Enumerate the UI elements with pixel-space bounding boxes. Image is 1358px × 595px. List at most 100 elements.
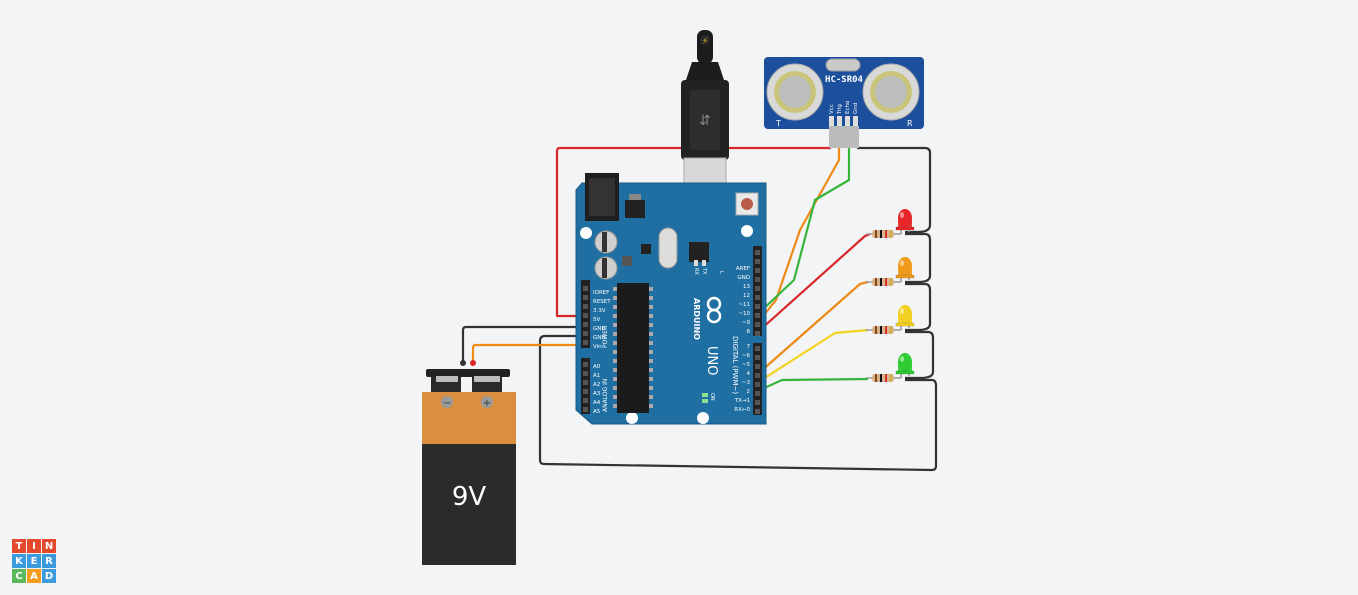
logo-letter: A [27, 569, 41, 583]
digital-pin-label: 13 [743, 284, 750, 290]
power-title: POWER [602, 326, 609, 348]
sensor-pin-label: Echo [845, 100, 851, 114]
reset-button[interactable] [735, 192, 759, 216]
tx-label: TX [701, 267, 707, 275]
digital-pin-label: RX←0 [734, 407, 750, 413]
digital-pin-label: 8 [747, 329, 751, 335]
logo-letter: N [42, 539, 56, 553]
analog-pin-label: A0 [593, 364, 601, 370]
wire-battery-minus[interactable] [461, 325, 585, 362]
digital-pin-label: TX→1 [734, 398, 750, 404]
wires [461, 146, 938, 472]
wire-led-red[interactable] [759, 232, 871, 331]
atmega-chip [613, 283, 653, 413]
digital-title: DIGITAL (PWM~) [731, 336, 739, 394]
logo-letter: K [12, 554, 26, 568]
digital-pin-label: ~5 [742, 362, 751, 368]
digital-top-pin-labels: AREF GND 13 12 ~11 ~10 ~9 8 [736, 266, 751, 335]
digital-pin-label: ~6 [742, 353, 751, 359]
wire-led-yellow[interactable] [759, 328, 869, 382]
wire-gnd-chain-1[interactable] [905, 232, 932, 284]
sensor-pin-label: Gnd [853, 103, 859, 114]
logo-letter: C [12, 569, 26, 583]
digital-pin-label: ~10 [738, 311, 750, 317]
resistor-orange[interactable] [866, 278, 901, 286]
capacitors [594, 230, 618, 280]
digital-header-bottom [753, 343, 762, 415]
digital-pin-label: ~9 [742, 320, 751, 326]
rx-label: RX [693, 268, 699, 275]
wire-5v-red[interactable] [555, 146, 831, 318]
sensor-t-label: T [775, 119, 781, 128]
analog-pin-label: A5 [593, 409, 601, 415]
sensor-pin-headers [829, 116, 859, 148]
power-pin-label: RESET [593, 299, 611, 305]
logo-letter: D [42, 569, 56, 583]
digital-pin-label: AREF [736, 266, 750, 272]
power-pin-label: 3.3V [593, 308, 606, 314]
on-led [702, 393, 708, 403]
l-label: L [718, 271, 724, 274]
power-bolt-icon: ⚡ [702, 37, 708, 47]
wire-gnd-chain-3[interactable] [905, 330, 935, 380]
sensor-r-label: R [907, 119, 913, 128]
analog-pin-label: A3 [593, 391, 601, 397]
resistor-red[interactable] [866, 230, 901, 238]
arduino-logo [706, 296, 722, 324]
battery-label: 9V [452, 482, 487, 512]
battery-plus-symbol: + [483, 398, 491, 409]
wire-led-green[interactable] [759, 377, 869, 392]
logo-letter: T [12, 539, 26, 553]
sensor-model-label: HC-SR04 [825, 75, 864, 85]
wire-echo-orange[interactable] [759, 148, 841, 321]
transmitter-transducer [766, 63, 824, 121]
digital-pin-label: GND [737, 275, 750, 281]
wire-led-orange[interactable] [759, 280, 869, 373]
power-pin-label: IOREF [593, 290, 609, 296]
usb-symbol-icon: ⇵ [699, 113, 711, 129]
wire-sensor-gnd[interactable] [857, 146, 932, 234]
wire-gnd-return[interactable] [538, 334, 938, 472]
logo-letter: I [27, 539, 41, 553]
digital-pin-label: 2 [747, 389, 751, 395]
digital-pin-label: ~11 [738, 302, 750, 308]
resistor-yellow[interactable] [866, 326, 901, 334]
analog-header [581, 358, 590, 414]
led-green[interactable] [866, 353, 915, 382]
logo-letter: E [27, 554, 41, 568]
analog-pin-label: A4 [593, 400, 601, 406]
on-label: ON [709, 393, 715, 401]
analog-pin-label: A1 [593, 373, 600, 379]
digital-pin-label: ~3 [742, 380, 751, 386]
logo-letter: R [42, 554, 56, 568]
crystal-oscillator [658, 227, 678, 269]
led-yellow[interactable] [866, 305, 915, 334]
arduino-model: UNO [704, 346, 719, 375]
wire-gnd-chain-2[interactable] [905, 282, 932, 332]
receiver-transducer [862, 63, 920, 121]
led-red[interactable] [866, 209, 915, 238]
wire-battery-plus[interactable] [471, 343, 585, 362]
power-pin-label: Vin [593, 344, 602, 350]
led-orange[interactable] [866, 257, 915, 286]
led-array [866, 209, 915, 382]
battery-9v[interactable]: − + 9V [422, 360, 516, 565]
sensor-pin-label: Vcc [829, 104, 835, 114]
resistor-green[interactable] [866, 374, 901, 382]
battery-minus-symbol: − [443, 398, 451, 409]
power-pin-label: 5V [593, 317, 600, 323]
digital-pin-label: 12 [743, 293, 750, 299]
power-pin-label: GND [593, 326, 606, 332]
arduino-brand: ARDUINO [692, 298, 701, 340]
sensor-pin-label: Trig [837, 104, 843, 115]
analog-pin-label: A2 [593, 382, 600, 388]
wire-trig-green[interactable] [759, 148, 851, 313]
